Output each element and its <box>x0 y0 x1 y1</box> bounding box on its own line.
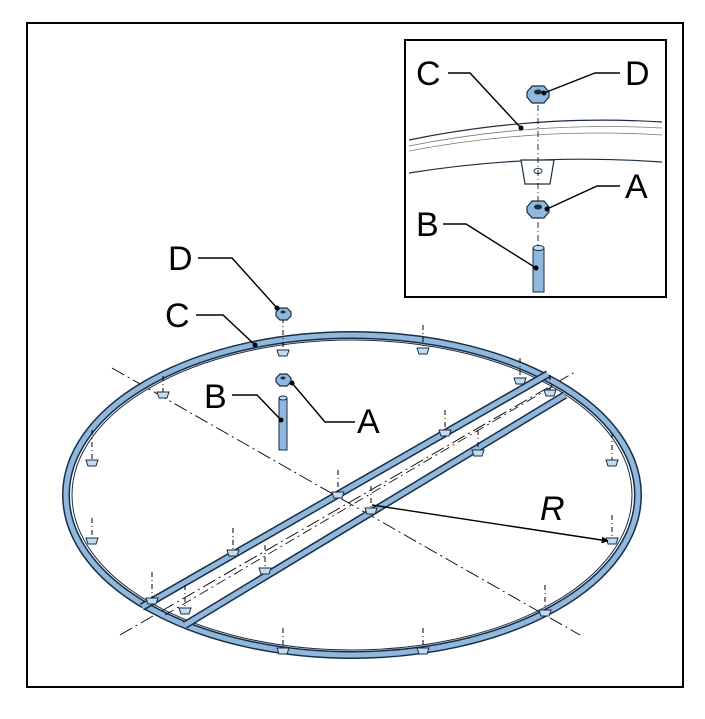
exploded-hardware <box>275 307 292 451</box>
bracket <box>226 528 240 557</box>
bracket <box>145 572 159 605</box>
inset-label-a: A <box>625 168 648 206</box>
bracket <box>471 430 485 457</box>
bracket <box>276 628 290 655</box>
radius-label: R <box>540 490 565 528</box>
bracket <box>438 410 452 437</box>
nut-bottom-hole <box>280 376 286 380</box>
label-d: D <box>168 240 193 278</box>
threaded-rod <box>278 397 288 451</box>
bracket <box>538 585 552 617</box>
nut-top-hole <box>280 310 286 314</box>
bracket <box>258 545 272 575</box>
threaded-rod-end <box>278 395 288 401</box>
bracket <box>85 518 99 545</box>
bracket <box>156 376 170 399</box>
detail-inset: C D A B <box>404 39 667 298</box>
inset-nut-bottom-hole <box>534 204 542 210</box>
inset-rod-end <box>532 245 545 251</box>
inset-nut-top-hole <box>534 89 542 95</box>
inset-label-d: D <box>625 55 650 93</box>
bracket <box>178 585 192 615</box>
bracket <box>513 358 527 385</box>
cross-bar-upper <box>140 370 550 611</box>
nut-top <box>275 307 292 321</box>
bracket <box>416 325 430 355</box>
callout-leaders <box>196 257 609 544</box>
nut-bottom <box>275 373 292 387</box>
label-b: B <box>204 378 227 416</box>
cross-bar-centerline <box>164 384 556 616</box>
center-lines <box>111 367 581 636</box>
bracket <box>543 375 557 397</box>
inset-label-b: B <box>416 206 439 244</box>
bracket <box>331 470 345 499</box>
inset-bracket-tab <box>520 159 555 185</box>
circular-rail <box>62 331 642 659</box>
inset-callout-dots <box>518 90 550 271</box>
bracket <box>85 430 99 467</box>
label-a: A <box>357 403 380 441</box>
inset-callout-leaders <box>443 72 620 269</box>
bracket <box>605 433 619 467</box>
inset-label-c: C <box>416 55 441 93</box>
bracket <box>364 486 378 515</box>
callout-dots <box>252 305 295 423</box>
label-c: C <box>165 297 190 335</box>
bracket <box>416 628 430 655</box>
